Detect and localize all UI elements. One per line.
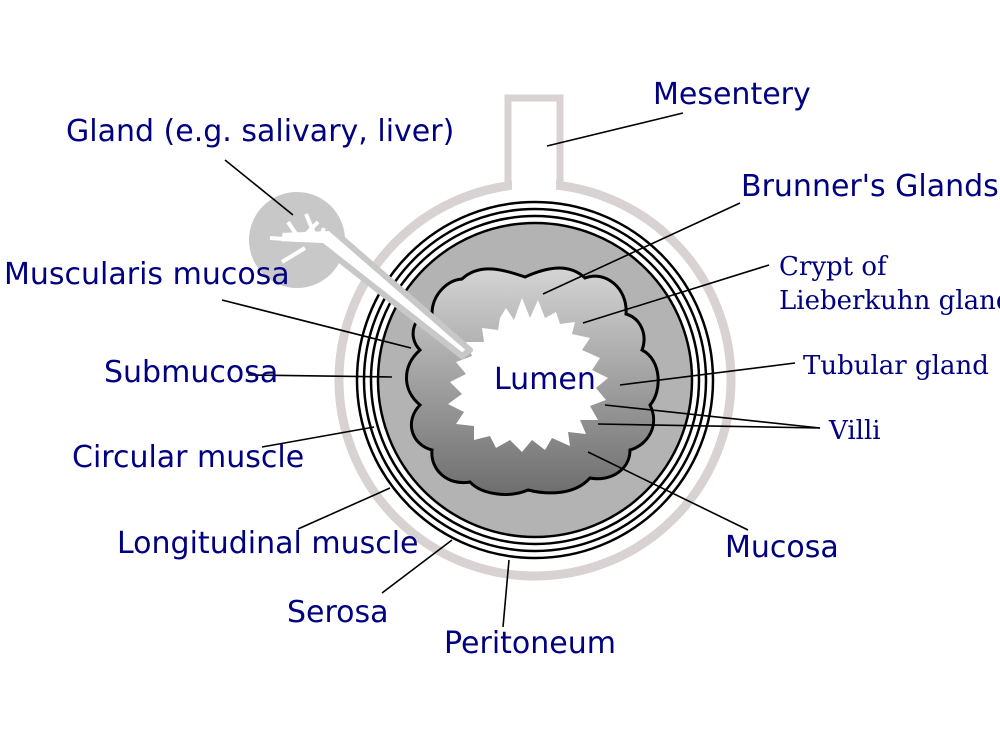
gland-duct bbox=[275, 225, 473, 359]
leader-gland bbox=[224, 159, 294, 216]
labels: Gland (e.g. salivary, liver) Mesentery B… bbox=[4, 77, 1000, 661]
label-brunners-glands: Brunner's Glands bbox=[741, 169, 999, 204]
label-crypt-line2: Lieberkuhn gland bbox=[779, 286, 1000, 316]
accessory-gland bbox=[249, 192, 473, 359]
leader-submucosa bbox=[247, 374, 393, 378]
leader-villi-1 bbox=[604, 404, 821, 429]
circular-muscle-ring bbox=[369, 214, 701, 546]
leader-crypt bbox=[582, 264, 770, 324]
label-mucosa: Mucosa bbox=[725, 530, 839, 565]
leader-longitudinal-muscle bbox=[297, 487, 391, 530]
label-longitudinal-muscle: Longitudinal muscle bbox=[117, 526, 419, 561]
leader-circular-muscle bbox=[261, 426, 375, 448]
label-submucosa: Submucosa bbox=[104, 355, 278, 390]
leader-muscularis-mucosa bbox=[221, 299, 412, 349]
label-peritoneum: Peritoneum bbox=[444, 626, 616, 661]
leader-lines bbox=[221, 112, 821, 628]
label-crypt-line1: Crypt of bbox=[779, 252, 889, 282]
leader-mesentery bbox=[546, 112, 684, 147]
label-muscularis-mucosa: Muscularis mucosa bbox=[4, 257, 290, 292]
label-villi: Villi bbox=[828, 416, 881, 446]
leader-tubular-gland bbox=[619, 362, 796, 386]
leader-villi-2 bbox=[597, 423, 821, 429]
gland-branches bbox=[269, 213, 326, 264]
label-serosa: Serosa bbox=[287, 595, 389, 630]
leader-peritoneum bbox=[502, 559, 510, 628]
label-lumen: Lumen bbox=[494, 362, 596, 397]
longitudinal-muscle-ring bbox=[362, 207, 708, 553]
label-mesentery: Mesentery bbox=[653, 77, 811, 112]
mesentery-stalk-inner bbox=[512, 150, 556, 210]
label-circular-muscle: Circular muscle bbox=[72, 440, 304, 475]
leader-serosa bbox=[381, 539, 453, 594]
leader-mucosa bbox=[587, 451, 749, 531]
label-gland: Gland (e.g. salivary, liver) bbox=[66, 114, 454, 149]
lumen-area bbox=[448, 298, 608, 452]
leader-brunners bbox=[542, 202, 741, 295]
label-tubular-gland: Tubular gland bbox=[803, 351, 989, 381]
